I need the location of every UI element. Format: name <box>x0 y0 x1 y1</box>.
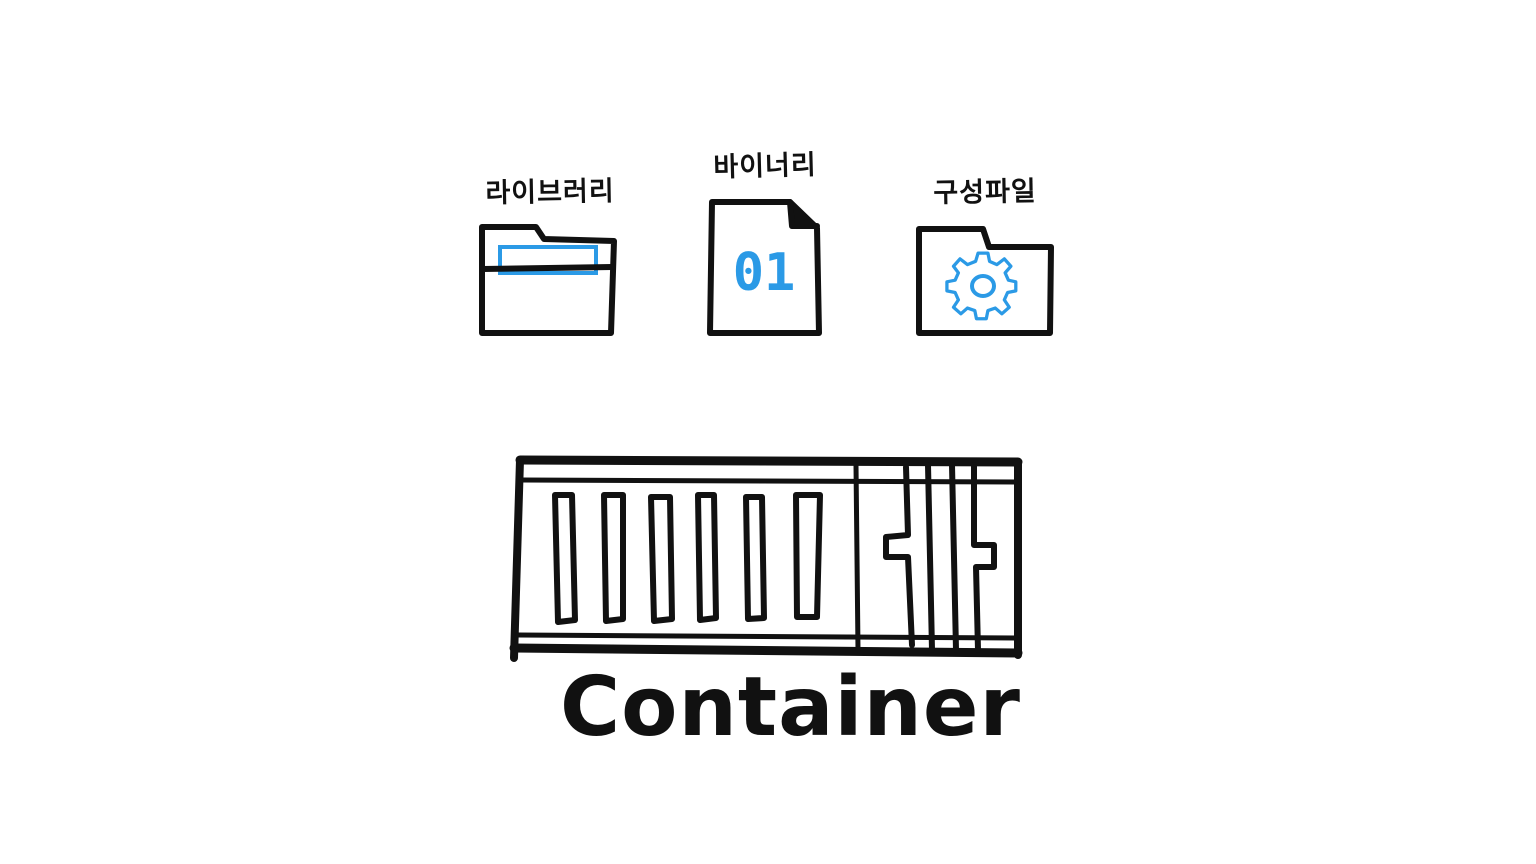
binary-label: 바이너리 <box>713 149 818 184</box>
shipping-container-icon <box>500 445 1040 675</box>
config-file-label: 구성파일 <box>933 176 1038 209</box>
folder-icon <box>470 215 630 345</box>
library-label: 라이브러리 <box>485 175 615 210</box>
gear-folder-icon <box>905 215 1065 345</box>
gear-icon <box>945 251 1018 321</box>
binary-file-icon: 01 <box>700 190 830 345</box>
binary-digits: 01 <box>733 243 796 303</box>
container-caption: Container <box>560 660 1021 755</box>
